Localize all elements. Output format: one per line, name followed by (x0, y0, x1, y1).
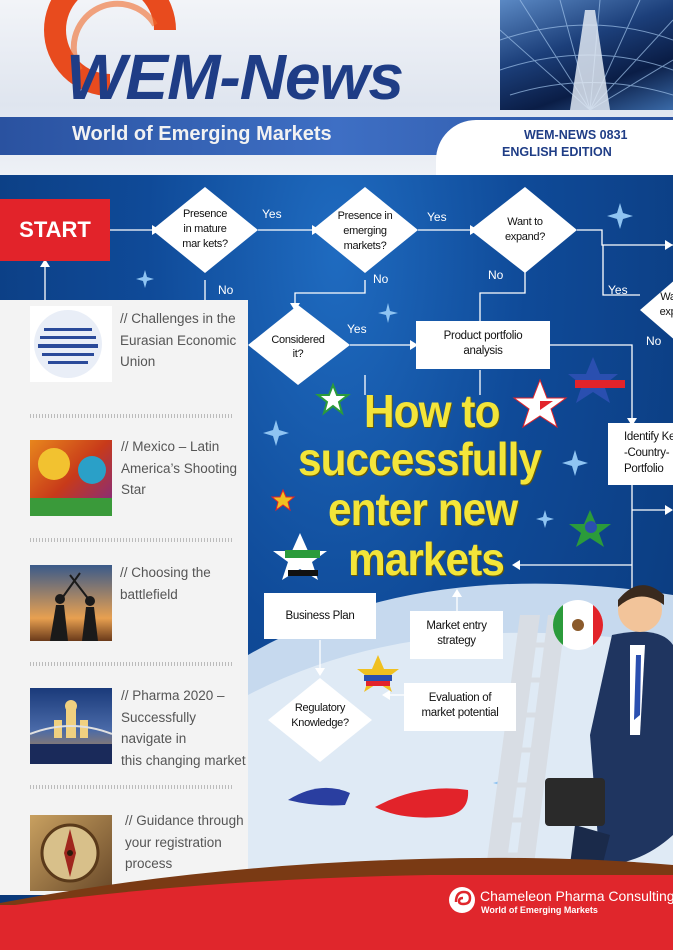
headline-line-1: How to (364, 385, 500, 437)
word-cloud-icon (30, 306, 112, 382)
node-market-entry-l1: Market entry (426, 620, 487, 632)
toc-item-2[interactable]: // Mexico – Latin America’s Shooting Sta… (121, 436, 237, 501)
toc-item-5-l3: process (125, 856, 173, 871)
start-node: START (0, 199, 110, 261)
node-regulatory-l1: Regulatory (295, 702, 346, 714)
flag-stars (270, 357, 625, 692)
toc-item-2-l1: // Mexico – Latin (121, 439, 220, 454)
node-identify-l2: -Country- (624, 447, 670, 459)
toc-item-1[interactable]: // Challenges in the Eurasian Economic U… (120, 308, 236, 373)
node-want-expand-partial-l1: Wa (660, 291, 673, 303)
toc-separator (30, 538, 232, 542)
node-product-portfolio: Product portfolio analysis (416, 321, 550, 369)
toc-item-1-l1: // Challenges in the (120, 311, 236, 326)
table-of-contents: // Challenges in the Eurasian Economic U… (0, 300, 248, 895)
toc-item-5-l1: // Guidance through (125, 813, 244, 828)
node-presence-mature-l2: in mature (183, 223, 226, 235)
subtitle: World of Emerging Markets (72, 123, 332, 145)
edge-no-2: No (373, 272, 389, 286)
toc-item-4-l1: // Pharma 2020 – (121, 688, 225, 703)
node-business-plan: Business Plan (264, 593, 376, 639)
toc-separator (30, 414, 232, 418)
edge-yes-2: Yes (427, 210, 447, 224)
toc-item-3-l1: // Choosing the (120, 565, 211, 580)
edge-no-4: No (646, 334, 662, 348)
node-considered-l1: Considered (271, 334, 324, 346)
node-regulatory-l2: Knowledge? (291, 717, 349, 729)
toc-item-4-l3: this changing market (121, 752, 246, 768)
node-evaluation-l1: Evaluation of (428, 692, 492, 704)
node-presence-emerging-l2: emerging (343, 225, 387, 237)
headline-line-2: successfully (298, 433, 542, 485)
edge-yes-1: Yes (262, 207, 282, 221)
node-considered-l2: it? (293, 348, 304, 360)
logo-text: WEM-News (66, 41, 404, 113)
toc-item-3-l2: battlefield (120, 586, 178, 602)
node-market-entry: Market entry strategy (410, 611, 503, 659)
eu-splash-icon (288, 787, 350, 806)
brand-name: Chameleon Pharma Consulting (480, 888, 673, 904)
node-want-expand-l1: Want to (507, 216, 543, 228)
node-product-portfolio-l1: Product portfolio (443, 330, 523, 342)
node-want-expand-partial-l2: exp (660, 306, 673, 318)
headline-line-4: markets (348, 533, 505, 585)
node-presence-emerging-l1: Presence in (338, 210, 393, 222)
node-presence-mature-l1: Presence (183, 208, 227, 220)
edge-yes-3: Yes (608, 283, 628, 297)
chameleon-logo-icon (449, 887, 475, 913)
node-identify: Identify Ke -Country- Portfolio (608, 423, 673, 485)
node-product-portfolio-l2: analysis (463, 345, 503, 357)
node-market-entry-l2: strategy (437, 635, 476, 647)
edge-yes-4: Yes (347, 322, 367, 336)
node-want-expand-l2: expand? (505, 231, 545, 243)
masthead: WEM-News World of Emerging Markets WEM-N… (0, 0, 673, 175)
node-identify-l1: Identify Ke (624, 431, 673, 443)
node-presence-emerging-l3: markets? (344, 240, 387, 252)
samurai-icon (30, 565, 112, 641)
edition-tab (436, 120, 673, 175)
toc-item-4[interactable]: // Pharma 2020 – Successfully navigate i… (121, 685, 248, 771)
headline-line-3: enter new (328, 483, 518, 535)
toc-item-1-l2: Eurasian Economic (120, 332, 237, 348)
architecture-photo (500, 0, 673, 110)
toc-item-5-l2: your registration (125, 834, 222, 850)
toc-separator (30, 785, 232, 789)
node-presence-mature-l3: mar kets? (182, 238, 228, 250)
node-evaluation-l2: market potential (421, 707, 499, 719)
toc-item-5[interactable]: // Guidance through your registration pr… (125, 810, 244, 875)
footer-bar (0, 905, 673, 950)
moscow-icon (29, 688, 113, 764)
node-identify-l3: Portfolio (624, 463, 664, 475)
brand-tagline: World of Emerging Markets (481, 905, 598, 915)
toc-item-2-l3: Star (121, 482, 146, 497)
cover-main: Presence in mature mar kets? Presence in… (0, 175, 673, 950)
toc-item-3[interactable]: // Choosing the battlefield (120, 562, 211, 605)
node-evaluation: Evaluation of market potential (404, 683, 516, 731)
mexico-icon (30, 440, 112, 516)
china-splash-icon (375, 788, 469, 818)
toc-item-4-l2: Successfully navigate in (121, 709, 197, 747)
edition-label: ENGLISH EDITION (502, 145, 612, 159)
compass-icon (30, 815, 112, 891)
edge-no-3: No (488, 268, 504, 282)
toc-separator (30, 662, 232, 666)
decision-diamonds (152, 187, 673, 762)
swoosh-logo-icon (44, 0, 176, 96)
edge-no-1: No (218, 283, 234, 297)
toc-item-1-l3: Union (120, 354, 156, 369)
issue-number: WEM-NEWS 0831 (524, 128, 628, 142)
toc-item-2-l2: America’s Shooting (121, 460, 238, 476)
